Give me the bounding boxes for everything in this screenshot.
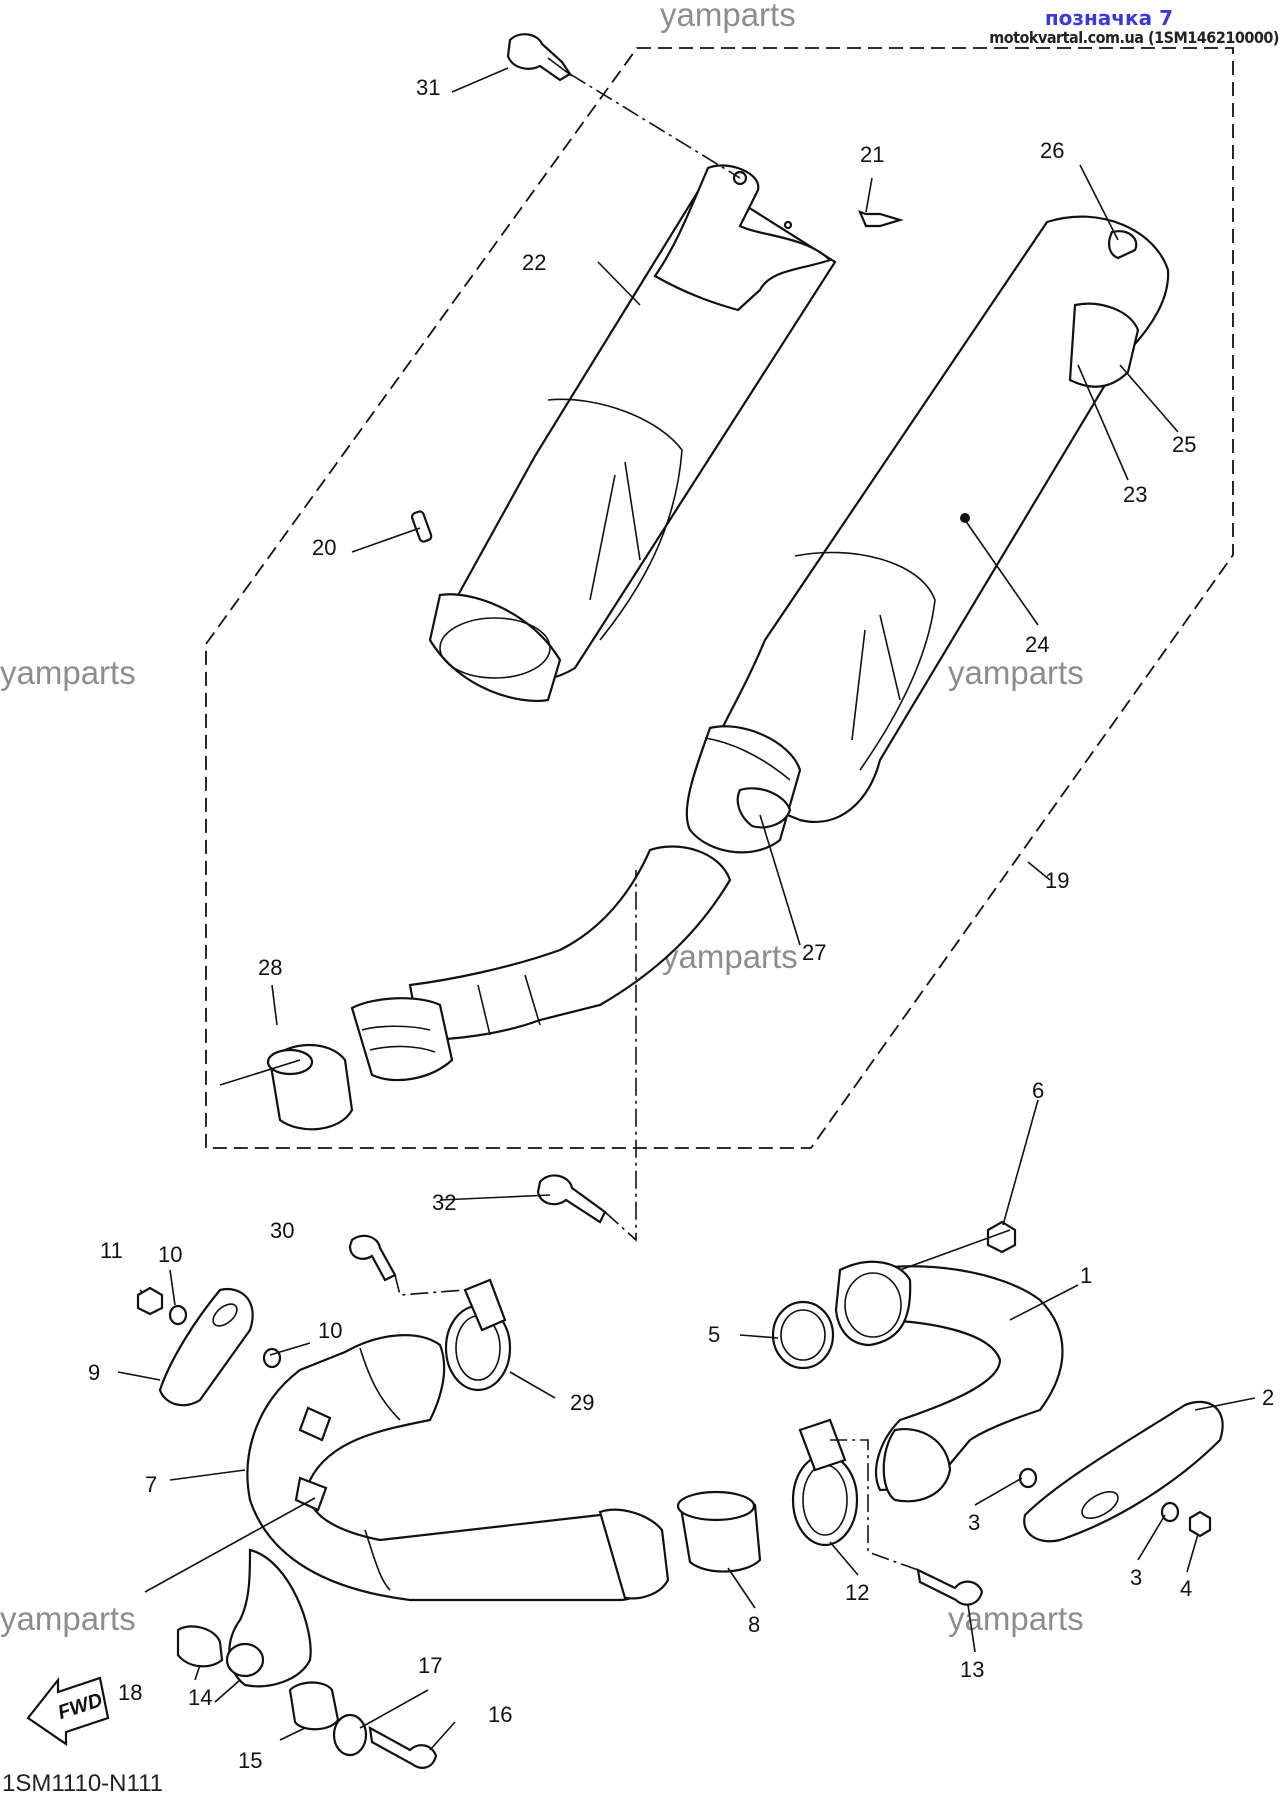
part-11-bolt [136, 1286, 164, 1316]
callout-10a: 10 [158, 1242, 182, 1267]
callout-15: 15 [238, 1748, 262, 1773]
callout-25: 25 [1172, 432, 1196, 457]
callout-2: 2 [1262, 1385, 1274, 1410]
diagram-code: 1SM1110-N111 [2, 1770, 163, 1797]
callout-8: 8 [748, 1612, 760, 1637]
callout-23: 23 [1123, 482, 1147, 507]
callout-labels: 1 2 3 3 4 5 6 7 8 9 10 10 11 12 13 14 15… [88, 75, 1274, 1773]
callout-14: 14 [188, 1685, 212, 1710]
part-14-stay [225, 1548, 312, 1688]
callout-16: 16 [488, 1702, 512, 1727]
callout-12: 12 [845, 1580, 869, 1605]
watermark-left-mid: yamparts [0, 654, 136, 691]
callout-21: 21 [860, 142, 884, 167]
callout-17: 17 [418, 1653, 442, 1678]
callout-3a: 3 [968, 1510, 980, 1535]
leader-lines [117, 67, 1256, 1751]
callout-1: 1 [1080, 1263, 1092, 1288]
part-6-nut [986, 1220, 1017, 1254]
callout-30: 30 [270, 1218, 294, 1243]
callout-32: 32 [432, 1190, 456, 1215]
part-28-sleeve [266, 1043, 354, 1131]
callout-29: 29 [570, 1390, 594, 1415]
callout-31: 31 [416, 75, 440, 100]
part-9-heat-protector [158, 1287, 254, 1407]
callout-24: 24 [1025, 632, 1049, 657]
part-10-washer-b [262, 1347, 282, 1369]
part-30-bolt [348, 1234, 397, 1282]
part-3-washer-b [1160, 1501, 1180, 1523]
watermark-right-mid: yamparts [948, 654, 1084, 691]
callout-4: 4 [1180, 1576, 1192, 1601]
header-source-url: motokvartal.com.ua (1SM146210000) [989, 28, 1279, 47]
callout-9: 9 [88, 1360, 100, 1385]
alignment-line-30 [394, 1274, 466, 1296]
part-12-clamp [791, 1418, 859, 1547]
watermark-top: yamparts [660, 0, 796, 33]
part-8-sleeve [676, 1490, 762, 1573]
callout-3b: 3 [1130, 1565, 1142, 1590]
part-1-front-pipe [834, 1260, 1064, 1503]
callout-5: 5 [708, 1322, 720, 1347]
part-22-heat-shield [445, 164, 837, 684]
watermark-left-bottom: yamparts [0, 1600, 136, 1637]
callout-19: 19 [1045, 868, 1069, 893]
part-13-bolt [916, 1568, 984, 1606]
part-16-bolt [368, 1725, 438, 1769]
watermark-center: yamparts [662, 938, 798, 975]
part-31-bolt [506, 33, 573, 82]
part-7-header-pipe [246, 1334, 670, 1602]
callout-28: 28 [258, 955, 282, 980]
part-18-grommet [176, 1625, 224, 1668]
part-15-collar [288, 1681, 340, 1731]
callout-27: 27 [802, 940, 826, 965]
alignment-line-31 [569, 73, 741, 179]
part-5-gasket [771, 1300, 835, 1370]
callout-13: 13 [960, 1657, 984, 1682]
callout-26: 26 [1040, 138, 1064, 163]
header-title: позначка 7 [1044, 6, 1173, 30]
part-3-washer-a [1018, 1467, 1038, 1489]
part-2-heat-protector [1023, 1400, 1224, 1543]
fwd-arrow-icon: FWD [26, 1676, 110, 1747]
part-24-muffler [698, 215, 1170, 823]
part-27-muffler-inlet-pipe [350, 725, 802, 1082]
part-21-rivet [858, 210, 904, 228]
callout-10b: 10 [318, 1318, 342, 1343]
callout-22: 22 [522, 250, 546, 275]
callout-11: 11 [100, 1238, 123, 1263]
part-10-washer-a [168, 1304, 188, 1326]
part-32-bolt [536, 1174, 607, 1224]
part-20-clamp-band [410, 510, 562, 702]
callout-7: 7 [145, 1472, 157, 1497]
callout-20: 20 [312, 535, 336, 560]
part-17-washer [332, 1713, 368, 1757]
alignment-line-32 [604, 870, 637, 1242]
part-29-clamp [444, 1278, 512, 1392]
callout-6: 6 [1032, 1078, 1044, 1103]
part-4-bolt [1188, 1510, 1212, 1538]
alignment-line-13 [830, 1439, 919, 1571]
assembly-boundary-19 [205, 47, 1234, 1149]
callout-18: 18 [118, 1680, 142, 1705]
